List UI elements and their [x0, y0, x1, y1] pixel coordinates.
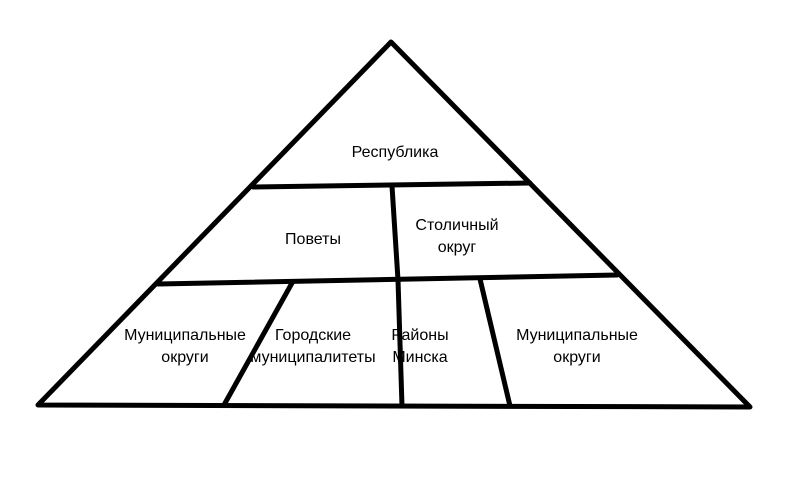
label-municipal-districts-right: Муниципальные округи — [516, 325, 638, 369]
label-line: муниципалитеты — [250, 349, 376, 366]
label-minsk-districts: Районы Минска — [391, 325, 448, 369]
divider-bottom-3 — [477, 276, 513, 409]
label-line: округи — [553, 349, 601, 366]
divider-vertical-middle — [389, 183, 401, 283]
pyramid-outline — [35, 39, 753, 410]
label-republic: Республика — [351, 144, 439, 161]
label-line: Поветы — [285, 231, 341, 248]
label-city-municipalities: Городские муниципалитеты — [250, 325, 375, 369]
label-povety: Поветы — [285, 229, 341, 251]
label-capital-district: Столичный округ — [415, 215, 498, 259]
label-line: Столичный — [415, 217, 499, 234]
label-line: Муниципальные — [516, 327, 638, 344]
divider-middle — [155, 272, 620, 287]
label-line: округ — [437, 239, 477, 256]
divider-bottom-1 — [221, 280, 295, 408]
label-line: Минска — [392, 349, 448, 366]
label-line: Муниципальные — [124, 327, 246, 344]
label-municipal-districts-left: Муниципальные округи — [124, 325, 246, 369]
label-line: округи — [161, 349, 209, 366]
label-line: Районы — [391, 327, 449, 344]
label-line: Городские — [274, 327, 352, 344]
divider-bottom-2 — [395, 277, 405, 409]
